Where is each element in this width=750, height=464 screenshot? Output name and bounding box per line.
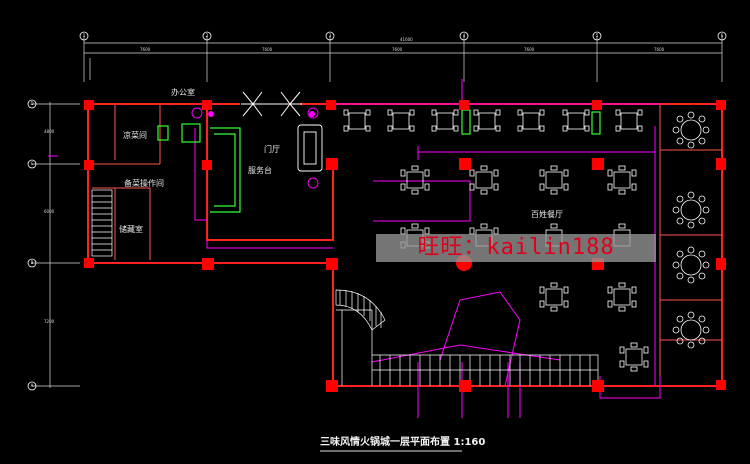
span-dimension-label: 7600 bbox=[654, 47, 665, 52]
decor-dots bbox=[208, 111, 315, 117]
drawing-title: 三味风情火锅城一层平面布置 1:160 bbox=[320, 437, 486, 448]
axis-label: D bbox=[30, 101, 34, 106]
room-label-storage: 储藏室 bbox=[119, 225, 143, 234]
room-label-foyer: 门厅 bbox=[264, 145, 280, 154]
entrance-doors bbox=[241, 91, 302, 117]
axis-label: 6 bbox=[720, 33, 724, 38]
square-tables-hall bbox=[400, 165, 649, 372]
square-tables-top-row bbox=[343, 109, 643, 132]
axis-label: B bbox=[30, 260, 34, 265]
room-label-prep-room: 备菜操作间 bbox=[124, 179, 164, 188]
structural-columns bbox=[84, 100, 726, 392]
room-label-lounge: 凉菜间 bbox=[123, 131, 147, 140]
room-label-office: 办公室 bbox=[171, 88, 195, 97]
service-counter bbox=[157, 109, 601, 213]
round-tables-right bbox=[672, 111, 710, 349]
span-dimension-label: 7600 bbox=[524, 47, 535, 52]
axis-bubbles bbox=[27, 31, 727, 391]
room-label-service-desk: 服务台 bbox=[248, 166, 272, 175]
overall-dimension-label: 41600 bbox=[400, 37, 413, 42]
interior-walls bbox=[88, 104, 722, 386]
stairs bbox=[91, 189, 599, 386]
side-dimension-label: 6000 bbox=[44, 209, 55, 214]
span-dimension-label: 7600 bbox=[262, 47, 273, 52]
span-dimension-label: 7600 bbox=[140, 47, 151, 52]
axis-label: A bbox=[30, 383, 34, 388]
axis-label: 5 bbox=[595, 33, 599, 38]
axis-label: C bbox=[30, 161, 34, 166]
left-dimension-lines bbox=[32, 102, 80, 388]
span-dimension-label: 7600 bbox=[392, 47, 403, 52]
side-dimension-label: 7200 bbox=[44, 319, 55, 324]
side-dimension-label: 4800 bbox=[44, 129, 55, 134]
foyer-sofa bbox=[191, 107, 323, 189]
axis-label: 1 bbox=[82, 33, 86, 38]
axis-label: 3 bbox=[328, 33, 332, 38]
watermark-banner: 旺旺：kailin188 bbox=[376, 234, 656, 262]
top-dimension-lines bbox=[83, 36, 723, 82]
room-label-dining-hall: 百姓餐厅 bbox=[531, 210, 563, 219]
axis-label: 2 bbox=[205, 33, 209, 38]
axis-label: 4 bbox=[462, 33, 466, 38]
